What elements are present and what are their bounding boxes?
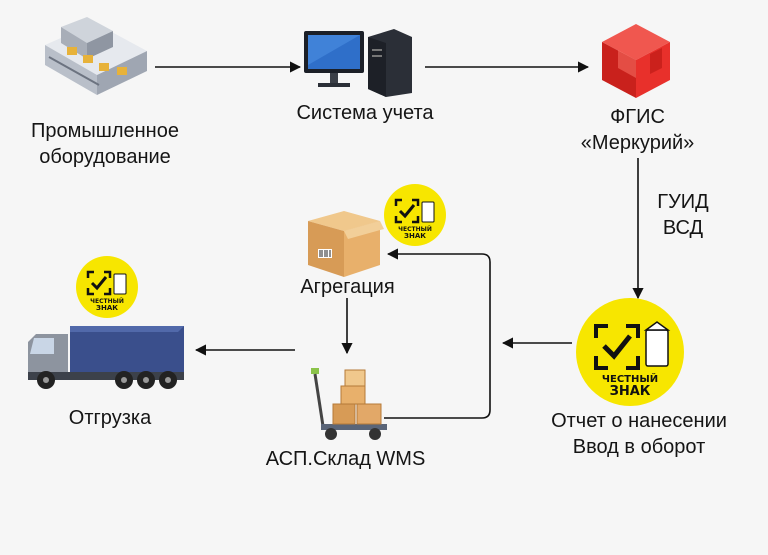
conveyor-machine-icon <box>45 17 147 95</box>
industrial-equipment-label: Промышленное оборудование <box>31 120 179 168</box>
cardboard-box-icon <box>308 211 384 277</box>
guid-vsd-label: ГУИД ВСД <box>657 191 709 239</box>
delivery-truck-icon <box>28 326 184 389</box>
marking-report-label: Отчет о нанесении Ввод в оборот <box>551 410 727 458</box>
badge-text-line2: ЗНАК <box>404 232 426 240</box>
mercury-cube-icon <box>602 24 670 98</box>
shipment-label: Отгрузка <box>68 407 152 429</box>
chestny-znak-large-badge-icon: ЧЕСТНЫЙ ЗНАК <box>576 298 684 406</box>
badge-text-line2: ЗНАК <box>96 304 118 312</box>
chestny-znak-badge-icon: ЧЕСТНЫЙ ЗНАК <box>384 184 446 246</box>
badge-text-line2: ЗНАК <box>610 384 651 399</box>
hand-truck-boxes-icon <box>311 368 387 440</box>
arrow-warehouse-to-aggregation <box>384 248 491 419</box>
warehouse-label: АСП.Склад WMS <box>265 448 426 470</box>
chestny-znak-badge-icon: ЧЕСТНЫЙ ЗНАК <box>76 256 138 318</box>
badge-text-line1: ЧЕСТНЫЙ <box>90 297 124 305</box>
aggregation-label: Агрегация <box>300 276 395 298</box>
accounting-system-label: Система учета <box>296 102 434 124</box>
desktop-computer-icon <box>304 29 412 97</box>
badge-text-line1: ЧЕСТНЫЙ <box>602 372 658 385</box>
badge-text-line1: ЧЕСТНЫЙ <box>398 225 432 233</box>
fgis-mercury-label: ФГИС «Меркурий» <box>580 106 695 154</box>
